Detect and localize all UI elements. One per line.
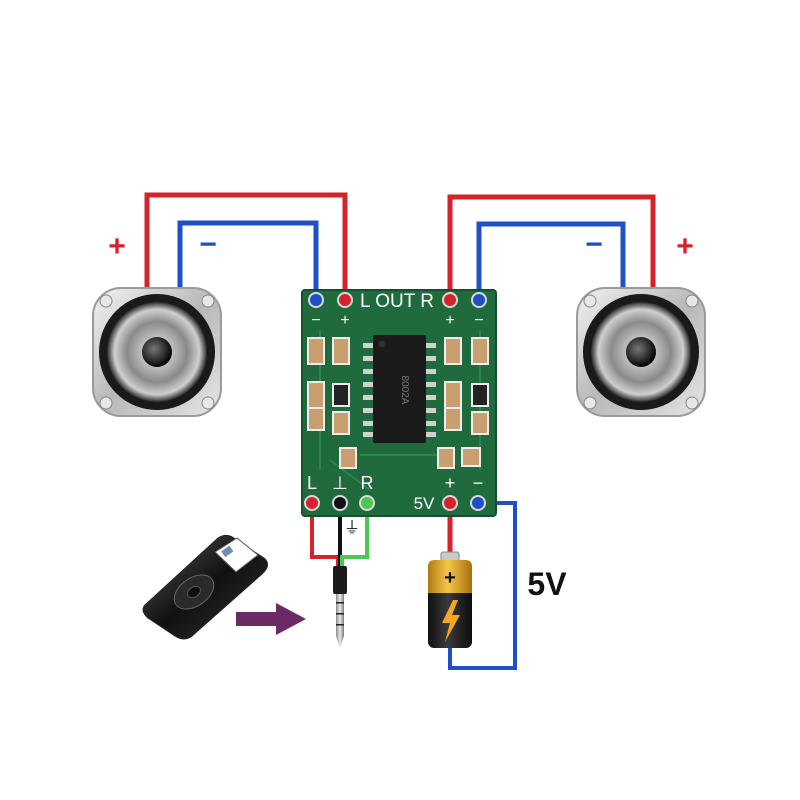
pad-power-plus bbox=[442, 495, 458, 511]
battery-plus-icon: + bbox=[444, 567, 456, 589]
out-right-plus-label: + bbox=[445, 312, 454, 329]
pad-power-minus bbox=[470, 495, 486, 511]
speaker-dome-icon bbox=[142, 337, 172, 367]
left-speaker-positive-wire bbox=[144, 192, 348, 298]
right-speaker-negative-wire bbox=[476, 221, 626, 298]
signal-arrow-icon bbox=[236, 603, 306, 635]
power-minus-label: − bbox=[473, 473, 484, 493]
battery-icon: + bbox=[428, 551, 472, 648]
right-speaker-positive-wire bbox=[447, 194, 656, 298]
audio-jack-icon bbox=[333, 566, 347, 648]
right-speaker-minus-sign: − bbox=[585, 228, 603, 261]
amplifier-chip: 8002A bbox=[363, 335, 436, 443]
smd-components-right bbox=[437, 337, 489, 469]
pad-in-right bbox=[359, 495, 375, 511]
out-left-plus-label: + bbox=[340, 312, 349, 329]
out-left-minus-label: − bbox=[311, 312, 320, 329]
in-ground-label: ⊥ bbox=[332, 473, 348, 493]
left-speaker-minus-sign: − bbox=[199, 228, 217, 261]
pad-out-right-minus bbox=[471, 292, 487, 308]
right-speaker bbox=[576, 287, 706, 417]
pad-in-ground bbox=[332, 495, 348, 511]
music-player-icon bbox=[142, 534, 268, 640]
power-negative-wire bbox=[448, 501, 517, 670]
ground-symbol-icon: ⏚ bbox=[344, 519, 360, 537]
left-speaker-plus-sign: + bbox=[108, 230, 126, 263]
out-right-minus-label: − bbox=[474, 312, 483, 329]
battery-voltage-label: 5V bbox=[527, 566, 567, 602]
pad-out-left-minus bbox=[308, 292, 324, 308]
power-5v-label: 5V bbox=[414, 494, 435, 513]
pad-out-right-plus bbox=[442, 292, 458, 308]
right-speaker-plus-sign: + bbox=[676, 230, 694, 263]
pad-out-left-plus bbox=[337, 292, 353, 308]
in-right-label: R bbox=[361, 473, 374, 493]
pad-in-left bbox=[304, 495, 320, 511]
power-plus-label: + bbox=[445, 473, 456, 493]
chip-marking: 8002A bbox=[399, 376, 410, 405]
amplifier-board: L OUT R − + + − bbox=[301, 289, 497, 517]
in-left-label: L bbox=[307, 473, 317, 493]
audio-right-wire bbox=[340, 503, 369, 566]
speaker-dome-icon bbox=[626, 337, 656, 367]
out-label: L OUT R bbox=[360, 291, 434, 312]
lightning-bolt-icon bbox=[442, 600, 460, 642]
left-speaker-negative-wire bbox=[177, 220, 319, 298]
left-speaker bbox=[92, 287, 222, 417]
smd-components-left bbox=[307, 337, 357, 469]
